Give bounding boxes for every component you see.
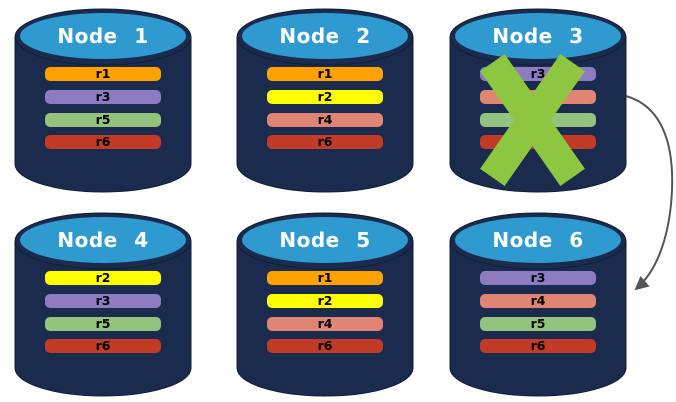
node-2: Node 2 r1 r2 r4 r6 — [235, 7, 415, 193]
replica-bar: r3 — [45, 90, 161, 104]
replica-bar: r5 — [480, 317, 596, 331]
replica-bar: r4 — [267, 113, 383, 127]
node-title: Node 4 — [57, 228, 149, 252]
node-title: Node 1 — [57, 24, 149, 48]
node-5: Node 5 r1 r2 r4 r6 — [235, 211, 415, 397]
replica-bar: r2 — [267, 294, 383, 308]
replica-bar: r3 — [480, 271, 596, 285]
replica-bar: r4 — [480, 90, 596, 104]
replica-bar: r6 — [480, 135, 596, 149]
replica-bar: r4 — [267, 317, 383, 331]
replica-bar: r5 — [45, 113, 161, 127]
replica-bar: r1 — [45, 67, 161, 81]
node-title: Node 5 — [279, 228, 371, 252]
replica-bar: r5 — [45, 317, 161, 331]
node-1: Node 1 r1 r3 r5 r6 — [13, 7, 193, 193]
replica-bar: r1 — [267, 67, 383, 81]
replica-bar: r6 — [480, 339, 596, 353]
replica-bar: r5 — [480, 113, 596, 127]
replica-bar: r2 — [267, 90, 383, 104]
node-4: Node 4 r2 r3 r5 r6 — [13, 211, 193, 397]
replica-bar: r3 — [45, 294, 161, 308]
node-title: Node 3 — [492, 24, 584, 48]
replica-bar: r6 — [267, 339, 383, 353]
replica-bar: r3 — [480, 67, 596, 81]
replica-bar: r4 — [480, 294, 596, 308]
replica-bar: r2 — [45, 271, 161, 285]
node-6: Node 6 r3 r4 r5 r6 — [448, 211, 628, 397]
replica-bar: r6 — [45, 339, 161, 353]
replica-bar: r6 — [267, 135, 383, 149]
replica-bar: r6 — [45, 135, 161, 149]
node-3: Node 3 r3 r4 r5 r6 — [448, 7, 628, 193]
replica-bar: r1 — [267, 271, 383, 285]
node-title: Node 6 — [492, 228, 584, 252]
node-title: Node 2 — [279, 24, 371, 48]
